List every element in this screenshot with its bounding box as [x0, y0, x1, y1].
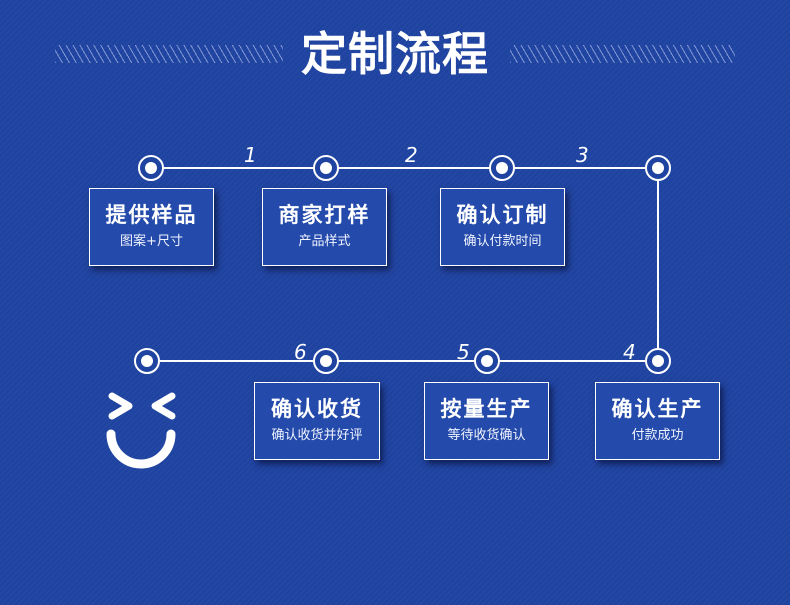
step-title: 确认订制: [456, 203, 549, 227]
circle-node-icon: [138, 155, 164, 181]
step-subtitle: 确认收货并好评: [271, 428, 363, 443]
connector-bottom: [146, 360, 658, 362]
connector-top: [150, 167, 658, 169]
step-card-2: 商家打样 产品样式: [262, 188, 387, 266]
circle-node-icon: [645, 155, 671, 181]
step-subtitle: 图案+尺寸: [120, 234, 183, 249]
page-title: 定制流程: [301, 27, 489, 81]
step-title: 提供样品: [105, 203, 198, 227]
step-number: 6: [294, 340, 307, 364]
circle-node-icon: [313, 155, 339, 181]
circle-node-icon: [313, 348, 339, 374]
step-card-5: 按量生产 等待收货确认: [424, 382, 549, 460]
step-subtitle: 确认付款时间: [463, 234, 542, 249]
step-subtitle: 产品样式: [298, 234, 351, 249]
circle-node-icon: [489, 155, 515, 181]
step-title: 按量生产: [440, 397, 533, 421]
step-card-3: 确认订制 确认付款时间: [440, 188, 565, 266]
step-title: 商家打样: [278, 203, 371, 227]
step-card-6: 确认收货 确认收货并好评: [254, 382, 380, 460]
circle-node-icon: [134, 348, 160, 374]
decorative-hatch-left: [55, 45, 283, 63]
decorative-hatch-right: [510, 45, 735, 63]
step-title: 确认收货: [271, 397, 363, 421]
step-number: 1: [244, 143, 257, 167]
step-title: 确认生产: [611, 397, 704, 421]
step-card-1: 提供样品 图案+尺寸: [89, 188, 214, 266]
circle-node-icon: [474, 348, 500, 374]
step-subtitle: 付款成功: [631, 428, 684, 443]
circle-node-icon: [645, 348, 671, 374]
smiley-face-icon: [106, 392, 176, 469]
step-number: 2: [405, 143, 418, 167]
step-number: 3: [576, 143, 589, 167]
step-subtitle: 等待收货确认: [447, 428, 526, 443]
step-number: 5: [457, 340, 470, 364]
connector-right: [657, 167, 659, 362]
step-card-4: 确认生产 付款成功: [595, 382, 720, 460]
step-number: 4: [623, 340, 636, 364]
